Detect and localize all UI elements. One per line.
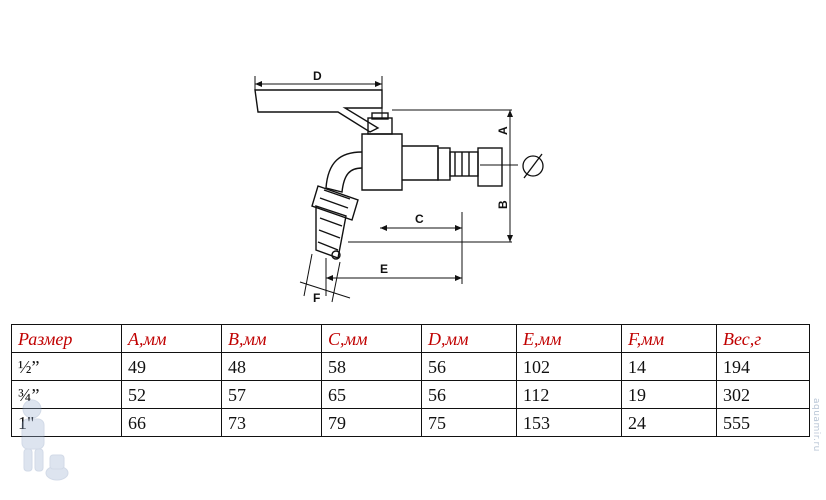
header-weight: Вес,г [716,324,810,353]
header-f: F,мм [621,324,717,353]
hose-nut [311,185,359,221]
table-cell: 102 [516,352,622,381]
table-cell: 302 [716,380,810,409]
faucet-technical-drawing: D A B C E F [254,69,544,305]
table-cell: 14 [621,352,717,381]
table-cell: 48 [221,352,322,381]
table-row: ½” 49 48 58 56 102 14 194 [11,352,810,381]
dimensions-table: Размер A,мм B,мм C,мм D,мм E,мм F,мм Вес… [11,324,810,437]
table-cell: 52 [121,380,222,409]
valve-body [361,133,403,191]
table-cell: ½” [11,352,122,381]
watermark: aquamir.ru [811,398,821,452]
table-cell: 1" [11,408,122,437]
header-a: A,мм [121,324,222,353]
dim-label-f: F [313,291,320,305]
header-c: C,мм [321,324,422,353]
dim-label-d: D [313,69,322,83]
dim-label-a: A [496,126,510,135]
table-cell: 65 [321,380,422,409]
table-row: 1" 66 73 79 75 153 24 555 [11,408,810,437]
table-cell: 555 [716,408,810,437]
table-cell: 56 [421,380,517,409]
table-row: ¾” 52 57 65 56 112 19 302 [11,380,810,409]
table-cell: ¾” [11,380,122,409]
table-cell: 19 [621,380,717,409]
table-cell: 112 [516,380,622,409]
dim-label-e: E [380,262,388,276]
header-e: E,мм [516,324,622,353]
table-header-row: Размер A,мм B,мм C,мм D,мм E,мм F,мм Вес… [11,324,810,353]
diameter-symbol-icon [522,153,544,179]
header-d: D,мм [421,324,517,353]
table-cell: 75 [421,408,517,437]
table-cell: 66 [121,408,222,437]
table-cell: 153 [516,408,622,437]
table-cell: 79 [321,408,422,437]
table-cell: 73 [221,408,322,437]
header-b: B,мм [221,324,322,353]
table-cell: 24 [621,408,717,437]
header-size: Размер [11,324,122,353]
dim-label-b: B [496,200,510,209]
lever-handle [254,89,383,133]
table-cell: 58 [321,352,422,381]
table-cell: 57 [221,380,322,409]
table-cell: 49 [121,352,222,381]
table-cell: 194 [716,352,810,381]
table-cell: 56 [421,352,517,381]
dim-label-c: C [415,212,424,226]
plumber-mascot-icon [21,399,69,481]
hose-nozzle [315,205,347,259]
